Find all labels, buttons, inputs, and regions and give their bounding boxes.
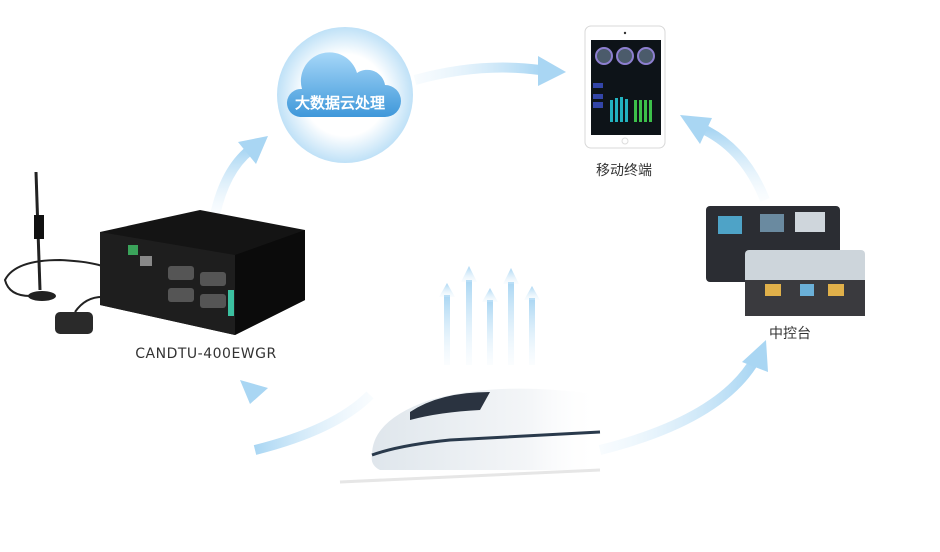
arrow-train-to-device: [240, 380, 374, 455]
arrow-control-to-mobile: [680, 115, 770, 202]
tablet-image: [584, 25, 666, 149]
control-room-image: [706, 206, 865, 316]
cloud-icon: [286, 52, 401, 117]
arrow-cloud-to-mobile: [413, 56, 566, 86]
cloud-label: 大数据云处理: [294, 94, 386, 112]
arrow-device-to-cloud: [210, 136, 268, 217]
device-label: CANDTU-400EWGR: [135, 346, 277, 362]
cloud-bubble: [277, 27, 413, 163]
control-console-label: 中控台: [769, 326, 811, 342]
mobile-terminal-label: 移动终端: [596, 163, 652, 179]
arrow-train-to-control: [598, 340, 768, 455]
upload-arrows: [439, 266, 540, 365]
train-image: [339, 388, 601, 484]
candtu-device-image: [3, 171, 305, 335]
